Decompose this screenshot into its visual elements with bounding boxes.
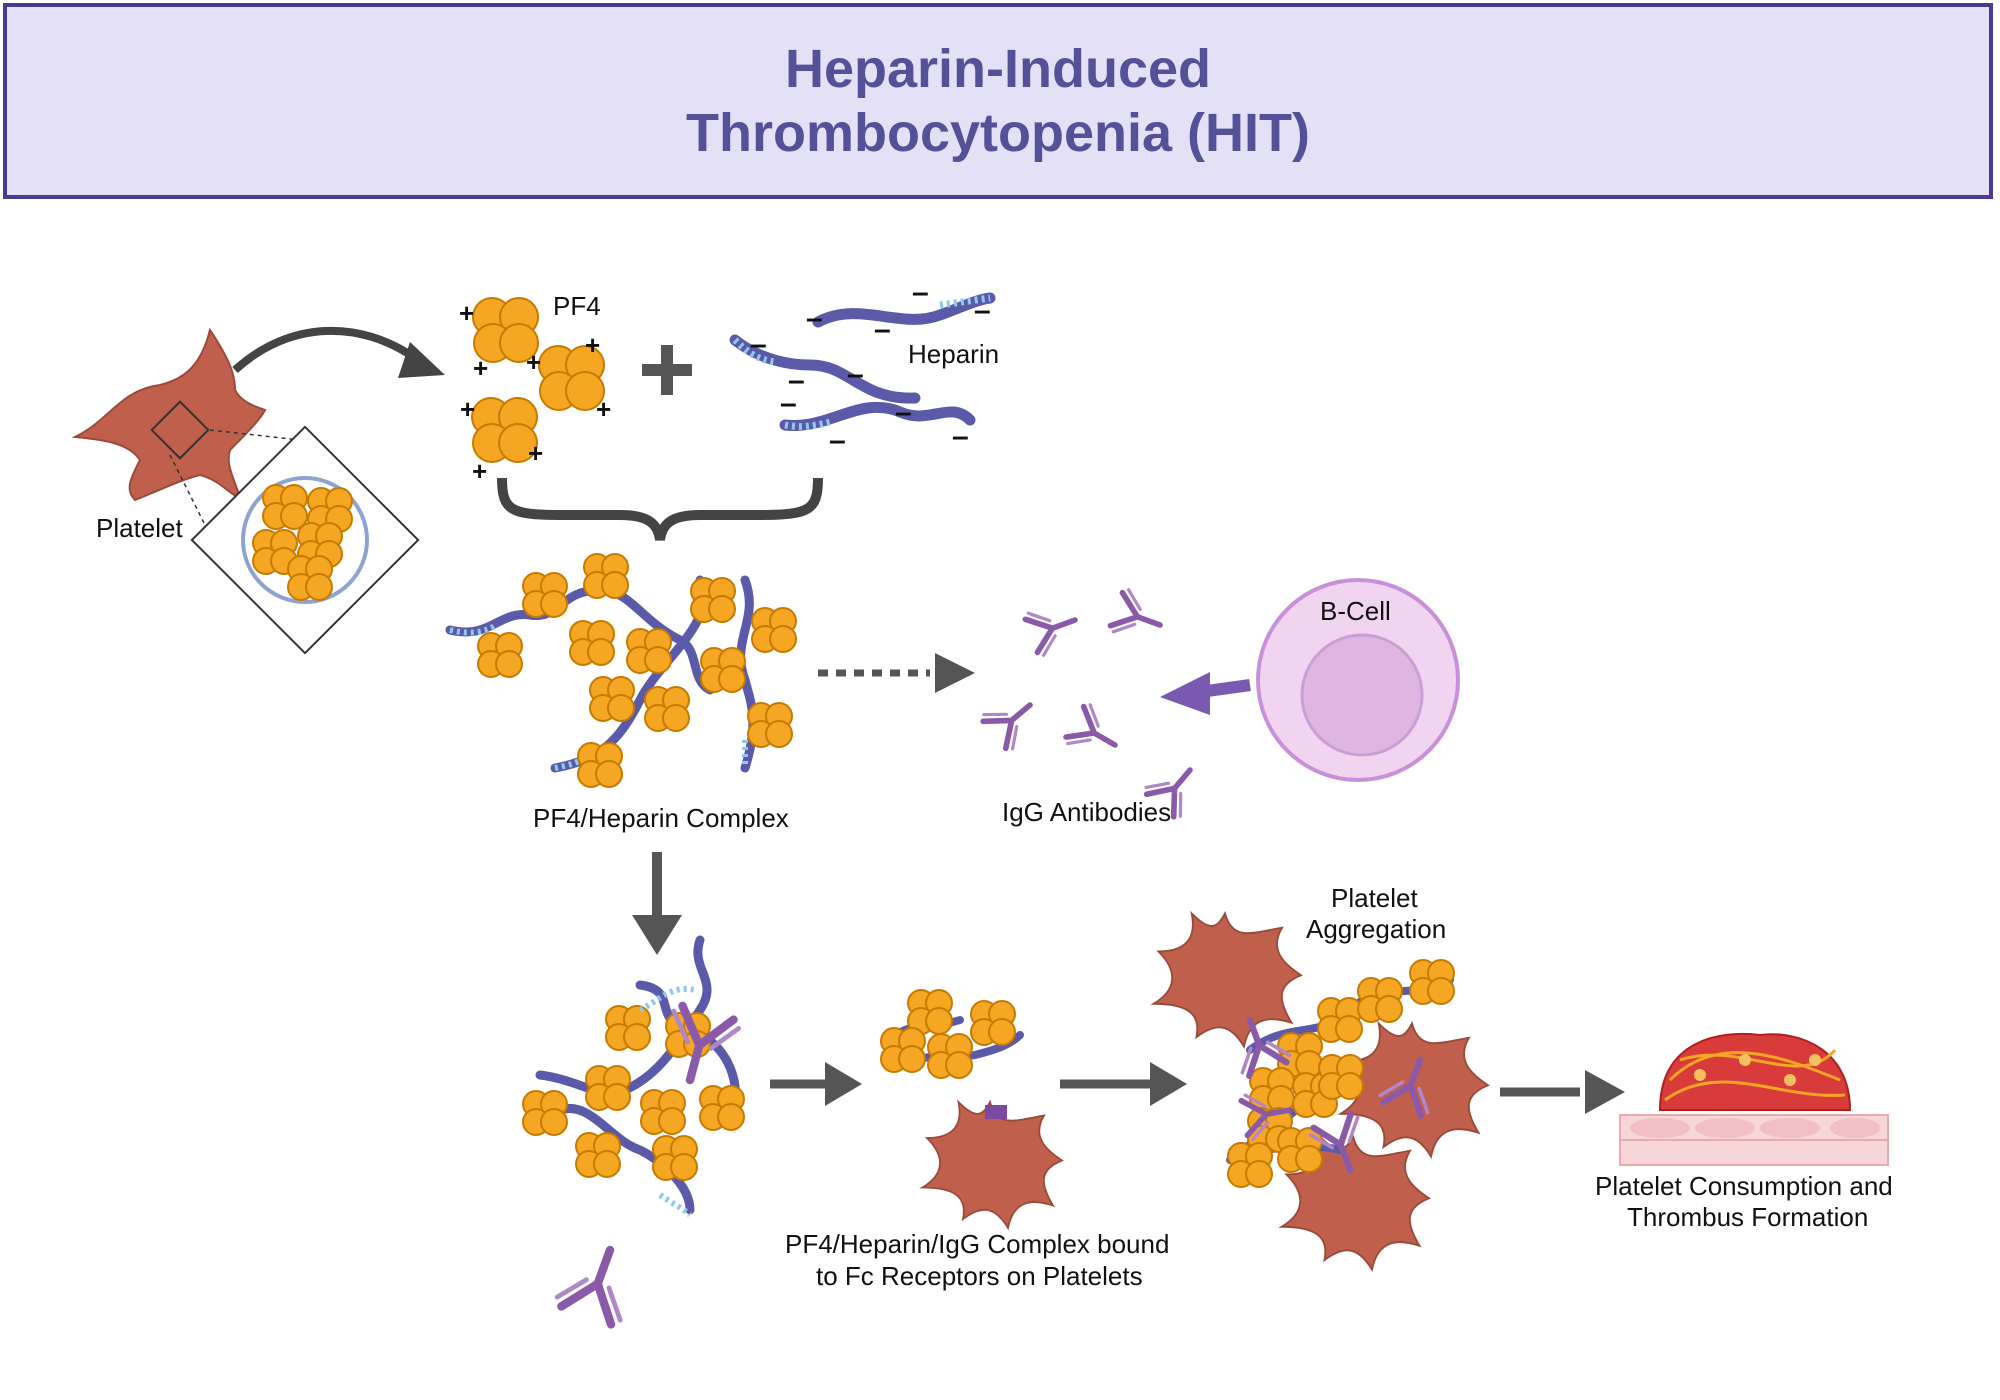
minus-sign: – xyxy=(974,294,991,327)
b-cell xyxy=(1256,578,1460,782)
plus-sign: + xyxy=(460,394,475,424)
pf4-icon xyxy=(751,607,797,653)
antibody-icon xyxy=(1064,702,1127,764)
minus-sign: – xyxy=(750,328,767,361)
release-arrowhead xyxy=(398,342,445,378)
pf4-icon xyxy=(522,572,568,618)
pf4-icon xyxy=(626,628,672,674)
pf4-icon xyxy=(644,686,690,732)
antibody-icon xyxy=(555,1239,642,1327)
pf4-heparin-complex xyxy=(445,553,797,788)
label-pf4: PF4 xyxy=(553,291,601,321)
pf4-icon xyxy=(1318,1054,1364,1100)
pf4-icon xyxy=(652,1135,698,1181)
pf4-icon xyxy=(880,1027,926,1073)
down-arrowhead xyxy=(632,915,682,955)
pf4-icon xyxy=(577,742,623,788)
plus-sign: + xyxy=(473,353,488,383)
plus-sign: + xyxy=(585,330,600,360)
pf4-icon xyxy=(927,1033,973,1079)
antibody-icon xyxy=(1024,599,1083,657)
release-arrow xyxy=(232,326,418,373)
plus-sign: + xyxy=(528,438,543,468)
step-arrowhead-1 xyxy=(825,1062,862,1106)
pf4-icon xyxy=(1357,977,1403,1023)
pf4-icon xyxy=(569,620,615,666)
plus-operator-icon xyxy=(642,345,692,395)
minus-sign: – xyxy=(895,396,912,429)
pf4-icon xyxy=(690,577,736,623)
pf4-icon xyxy=(1277,1127,1323,1173)
fc-bound-platelet xyxy=(880,989,1063,1229)
title-banner: Heparin-Induced Thrombocytopenia (HIT) xyxy=(3,3,1993,199)
minus-sign: – xyxy=(952,420,969,453)
igg-bound-complex xyxy=(522,935,745,1327)
pf4-icon xyxy=(575,1132,621,1178)
pf4-icon xyxy=(477,632,523,678)
granule-pf4-icon xyxy=(262,484,308,530)
antibody-icon xyxy=(1109,588,1168,646)
platelet-aggregation xyxy=(1152,912,1489,1271)
label-consumption-1: Platelet Consumption and xyxy=(1595,1171,1893,1201)
label-consumption-2: Thrombus Formation xyxy=(1627,1202,1868,1232)
pf4-icon xyxy=(585,1065,631,1111)
pf4-icon xyxy=(583,553,629,599)
minus-sign: – xyxy=(806,302,823,335)
minus-sign: – xyxy=(874,313,891,346)
title-line-2: Thrombocytopenia (HIT) xyxy=(686,103,1310,163)
label-aggregation-1: Platelet xyxy=(1331,883,1418,913)
igg-antibodies xyxy=(980,588,1207,820)
label-aggregation-2: Aggregation xyxy=(1306,914,1446,944)
thrombus xyxy=(1619,1032,1889,1166)
label-heparin: Heparin xyxy=(908,339,999,369)
plus-sign: + xyxy=(459,298,474,328)
pf4-icon xyxy=(1317,997,1363,1043)
minus-sign: – xyxy=(912,276,929,309)
step-arrowhead-3 xyxy=(1585,1070,1625,1114)
pf4-icon xyxy=(700,647,746,693)
pf4-icon xyxy=(970,1000,1016,1046)
label-pf4-heparin-complex: PF4/Heparin Complex xyxy=(533,803,789,833)
immune-trigger-arrowhead xyxy=(935,653,975,693)
plus-sign: + xyxy=(526,347,541,377)
granule-pf4-icon xyxy=(287,555,333,601)
minus-sign: – xyxy=(780,387,797,420)
heparin-group xyxy=(729,292,996,431)
source-platelet xyxy=(71,327,420,655)
pf4-icon xyxy=(522,1090,568,1136)
pf4-icon xyxy=(747,702,793,748)
minus-sign: – xyxy=(788,364,805,397)
pf4-icon xyxy=(1227,1142,1273,1188)
minus-sign: – xyxy=(847,358,864,391)
label-igg-antibodies: IgG Antibodies xyxy=(1002,797,1171,827)
platelet-icon xyxy=(921,1101,1063,1229)
pf4-icon xyxy=(605,1005,651,1051)
pf4-icon xyxy=(589,676,635,722)
pf4-icon xyxy=(1409,959,1455,1005)
plus-sign: + xyxy=(596,394,611,424)
title-line-1: Heparin-Induced xyxy=(784,39,1212,99)
label-fc-bound-2: to Fc Receptors on Platelets xyxy=(816,1261,1143,1291)
antibody-release-arrowhead xyxy=(1160,672,1210,715)
label-platelet: Platelet xyxy=(96,513,183,543)
pf4-icon xyxy=(640,1089,686,1135)
label-b-cell: B-Cell xyxy=(1320,596,1391,626)
minus-sign: – xyxy=(829,424,846,457)
plus-sign: + xyxy=(472,456,487,486)
platelet-icon xyxy=(1152,912,1302,1048)
step-arrowhead-2 xyxy=(1150,1062,1187,1106)
pf4-icon xyxy=(1249,1067,1295,1113)
fc-receptor xyxy=(985,1105,1007,1119)
pf4-icon xyxy=(699,1085,745,1131)
label-fc-bound-1: PF4/Heparin/IgG Complex bound xyxy=(785,1229,1169,1259)
combine-brace xyxy=(497,477,823,541)
antibody-icon xyxy=(980,688,1044,752)
